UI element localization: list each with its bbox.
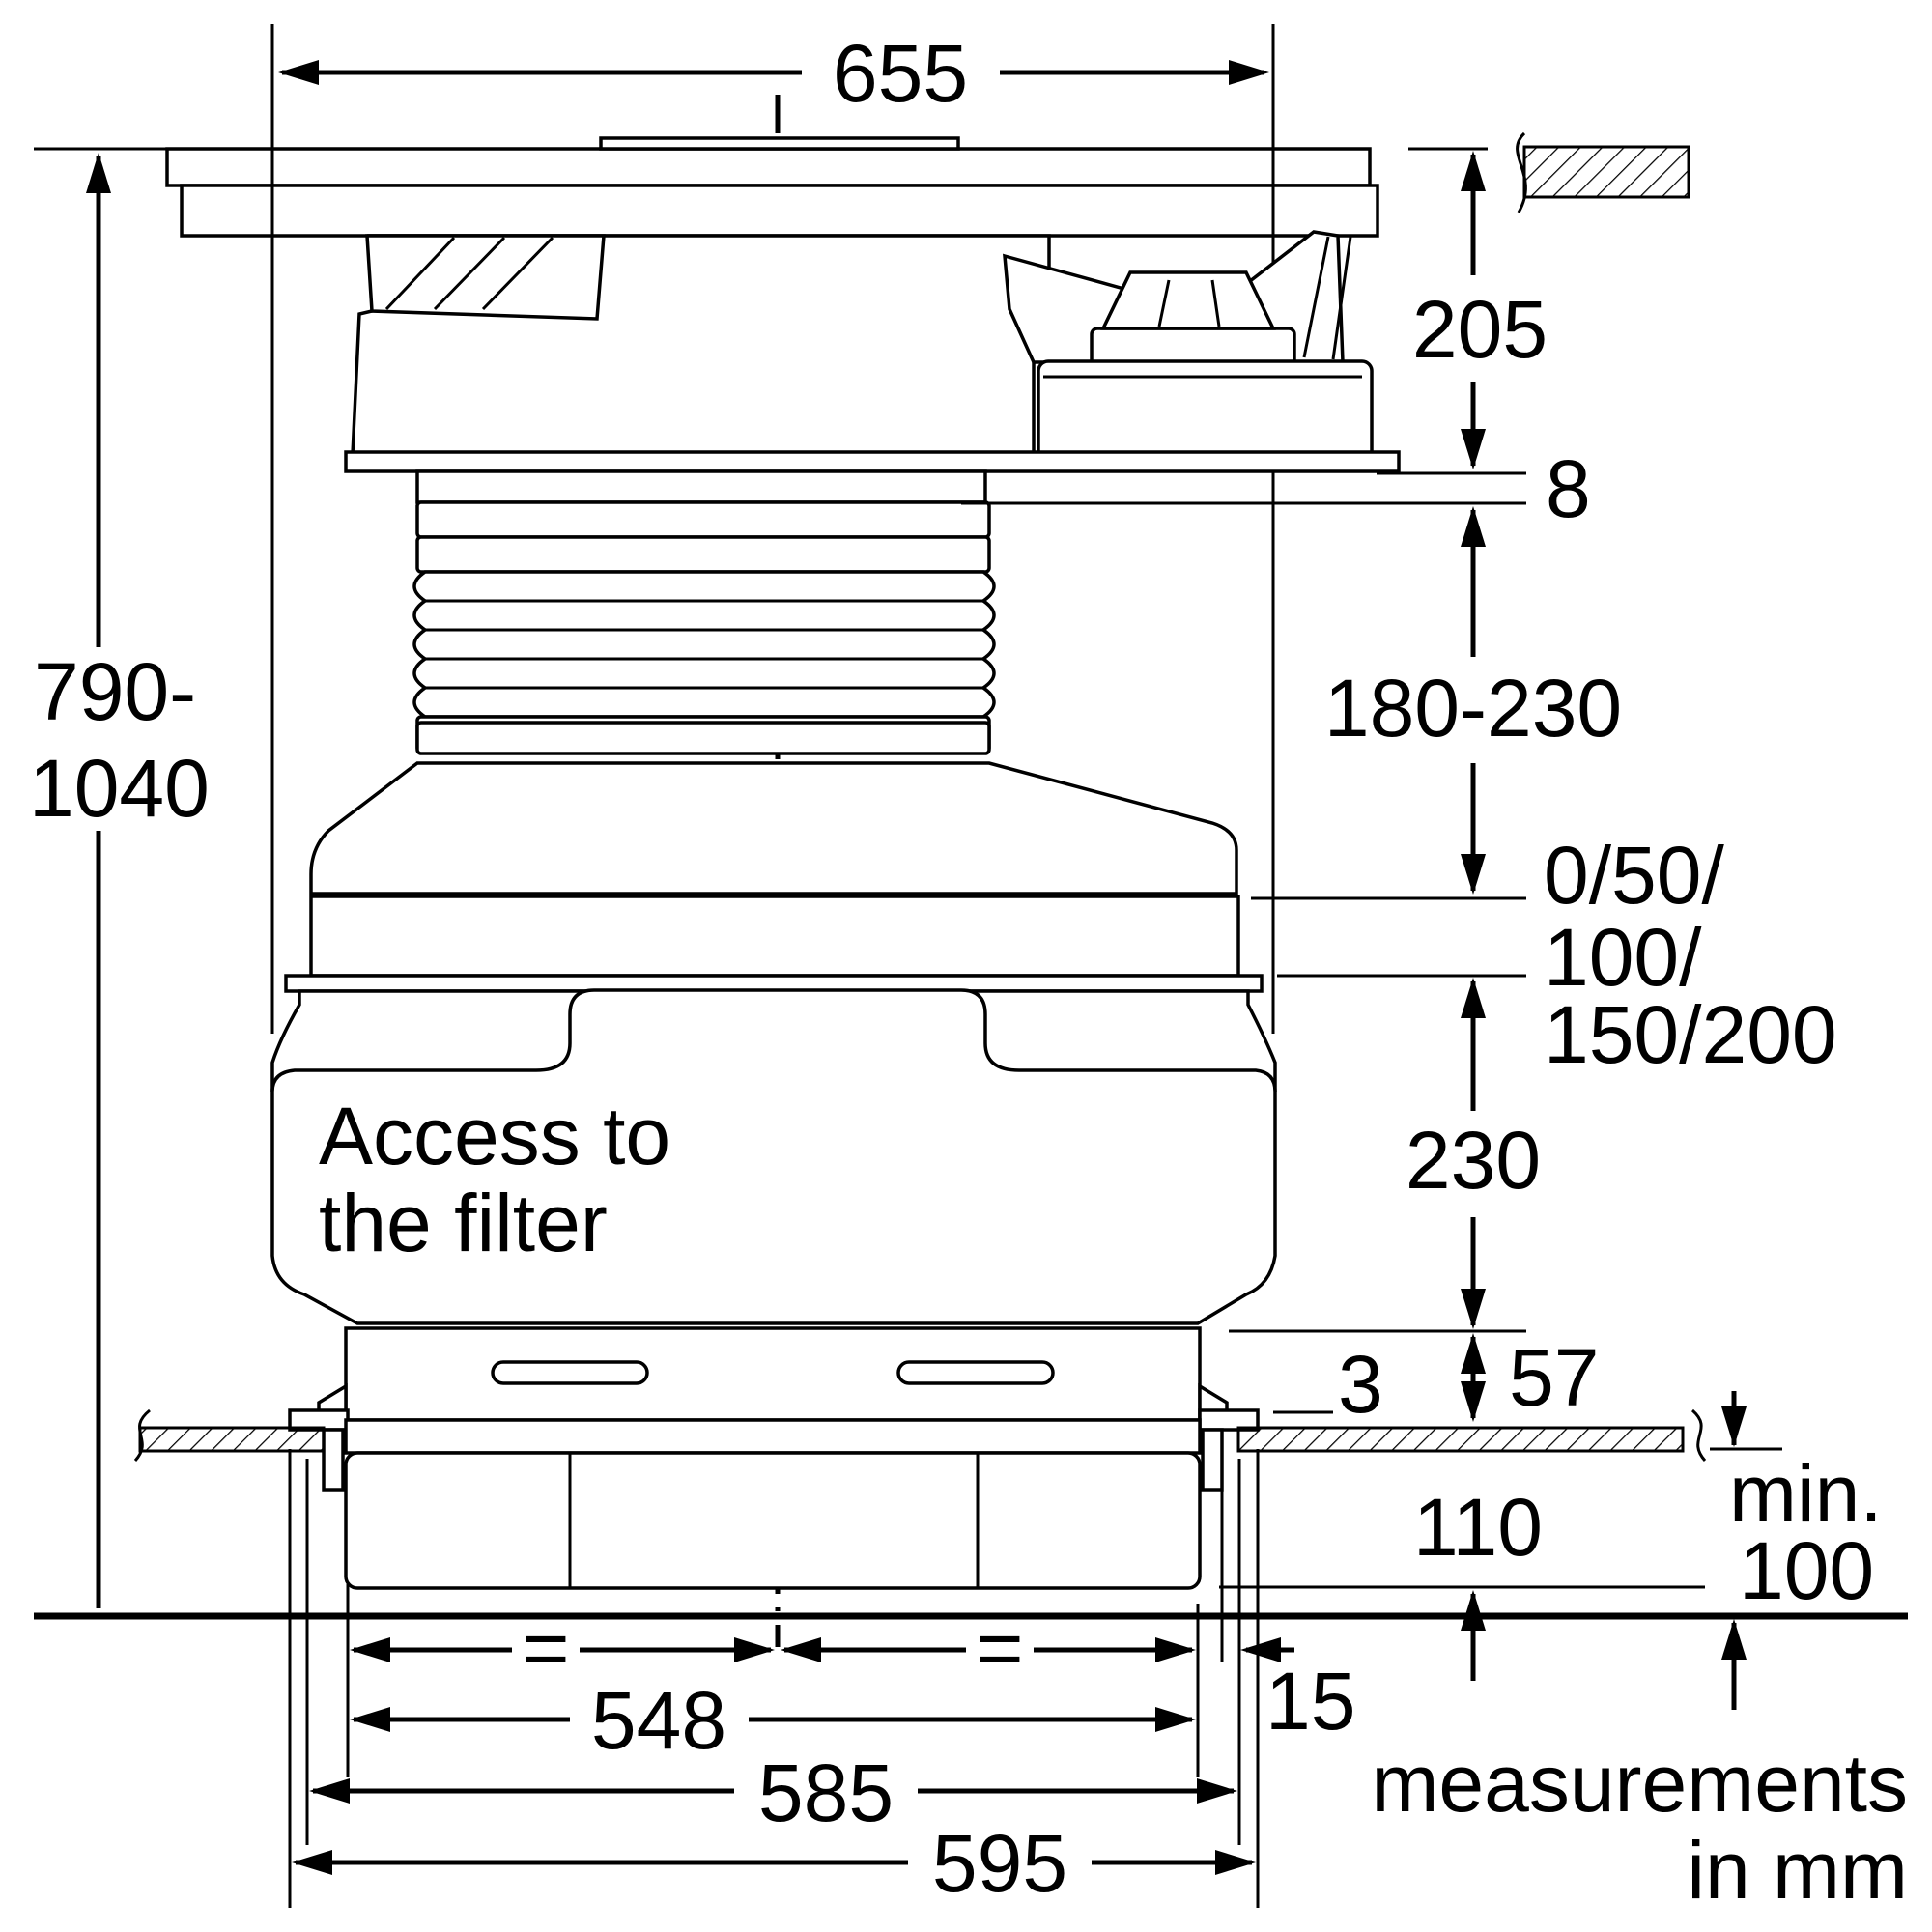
dim-plinth-options-line3: 150/200: [1544, 989, 1837, 1080]
dim-595: 595: [932, 1818, 1067, 1909]
units-label-line2: in mm: [1687, 1825, 1908, 1916]
right-reference-lines: [126, 147, 1782, 1589]
dim-equal-right: =: [976, 1603, 1023, 1693]
filter-access-label-line1: Access to: [319, 1091, 670, 1181]
dim-655: 655: [833, 28, 968, 119]
dim-180-230: 180-230: [1324, 663, 1622, 753]
dim-230: 230: [1406, 1115, 1541, 1206]
plinth-board: [133, 1408, 1707, 1463]
dim-min-line2: 100: [1739, 1525, 1874, 1616]
flexible-duct: [412, 500, 996, 755]
units-label-line1: measurements: [1371, 1738, 1908, 1829]
extension-lines: [288, 1449, 1260, 1908]
fan-housing: [344, 230, 1401, 504]
dim-790-label-line2: 1040: [29, 743, 210, 834]
dimension-lines: [86, 60, 1747, 1875]
dim-plinth-options-line1: 0/50/: [1544, 830, 1724, 921]
dim-57: 57: [1509, 1332, 1599, 1423]
cooktop: [34, 136, 1488, 238]
dim-110: 110: [1413, 1482, 1543, 1573]
filter-module: [270, 761, 1277, 1325]
dim-plinth-options-line2: 100/: [1544, 912, 1702, 1003]
dim-8: 8: [1546, 443, 1591, 534]
dim-585: 585: [758, 1747, 894, 1838]
dim-min-line1: min.: [1729, 1448, 1883, 1539]
dim-205: 205: [1412, 284, 1548, 375]
dim-equal-left: =: [522, 1603, 569, 1693]
plinth-section: [288, 1326, 1260, 1590]
dim-15: 15: [1265, 1656, 1355, 1747]
worktop-section: [1516, 131, 1690, 213]
filter-access-label-line2: the filter: [319, 1178, 608, 1268]
dim-548: 548: [591, 1675, 726, 1766]
dim-3: 3: [1338, 1339, 1383, 1430]
dim-790-label-line1: 790-: [34, 646, 196, 737]
